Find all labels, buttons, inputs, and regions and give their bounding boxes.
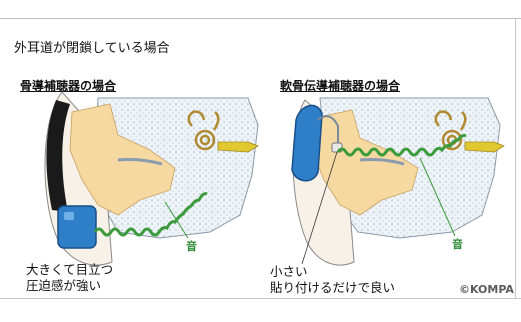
left-device-highlight (64, 212, 74, 220)
right-device-note: 小さい 貼り付けるだけで良い (270, 264, 395, 296)
right-auditory-nerve (465, 142, 504, 152)
right-hearing-aid-device (292, 105, 322, 180)
right-note-line-1: 小さい (270, 264, 395, 280)
left-device-note: 大きくて目立つ 圧迫感が強い (26, 262, 113, 294)
left-hearing-aid-device (58, 206, 96, 248)
right-sound-label: 音 (452, 236, 463, 252)
right-ear-illustration (292, 98, 504, 265)
left-sound-label: 音 (186, 238, 197, 254)
left-ear-illustration (45, 92, 258, 265)
left-note-line-1: 大きくて目立つ (26, 262, 113, 278)
copyright-notice: ©KOMPA (459, 283, 514, 296)
left-note-line-2: 圧迫感が強い (26, 278, 113, 294)
right-note-line-2: 貼り付けるだけで良い (270, 280, 395, 296)
